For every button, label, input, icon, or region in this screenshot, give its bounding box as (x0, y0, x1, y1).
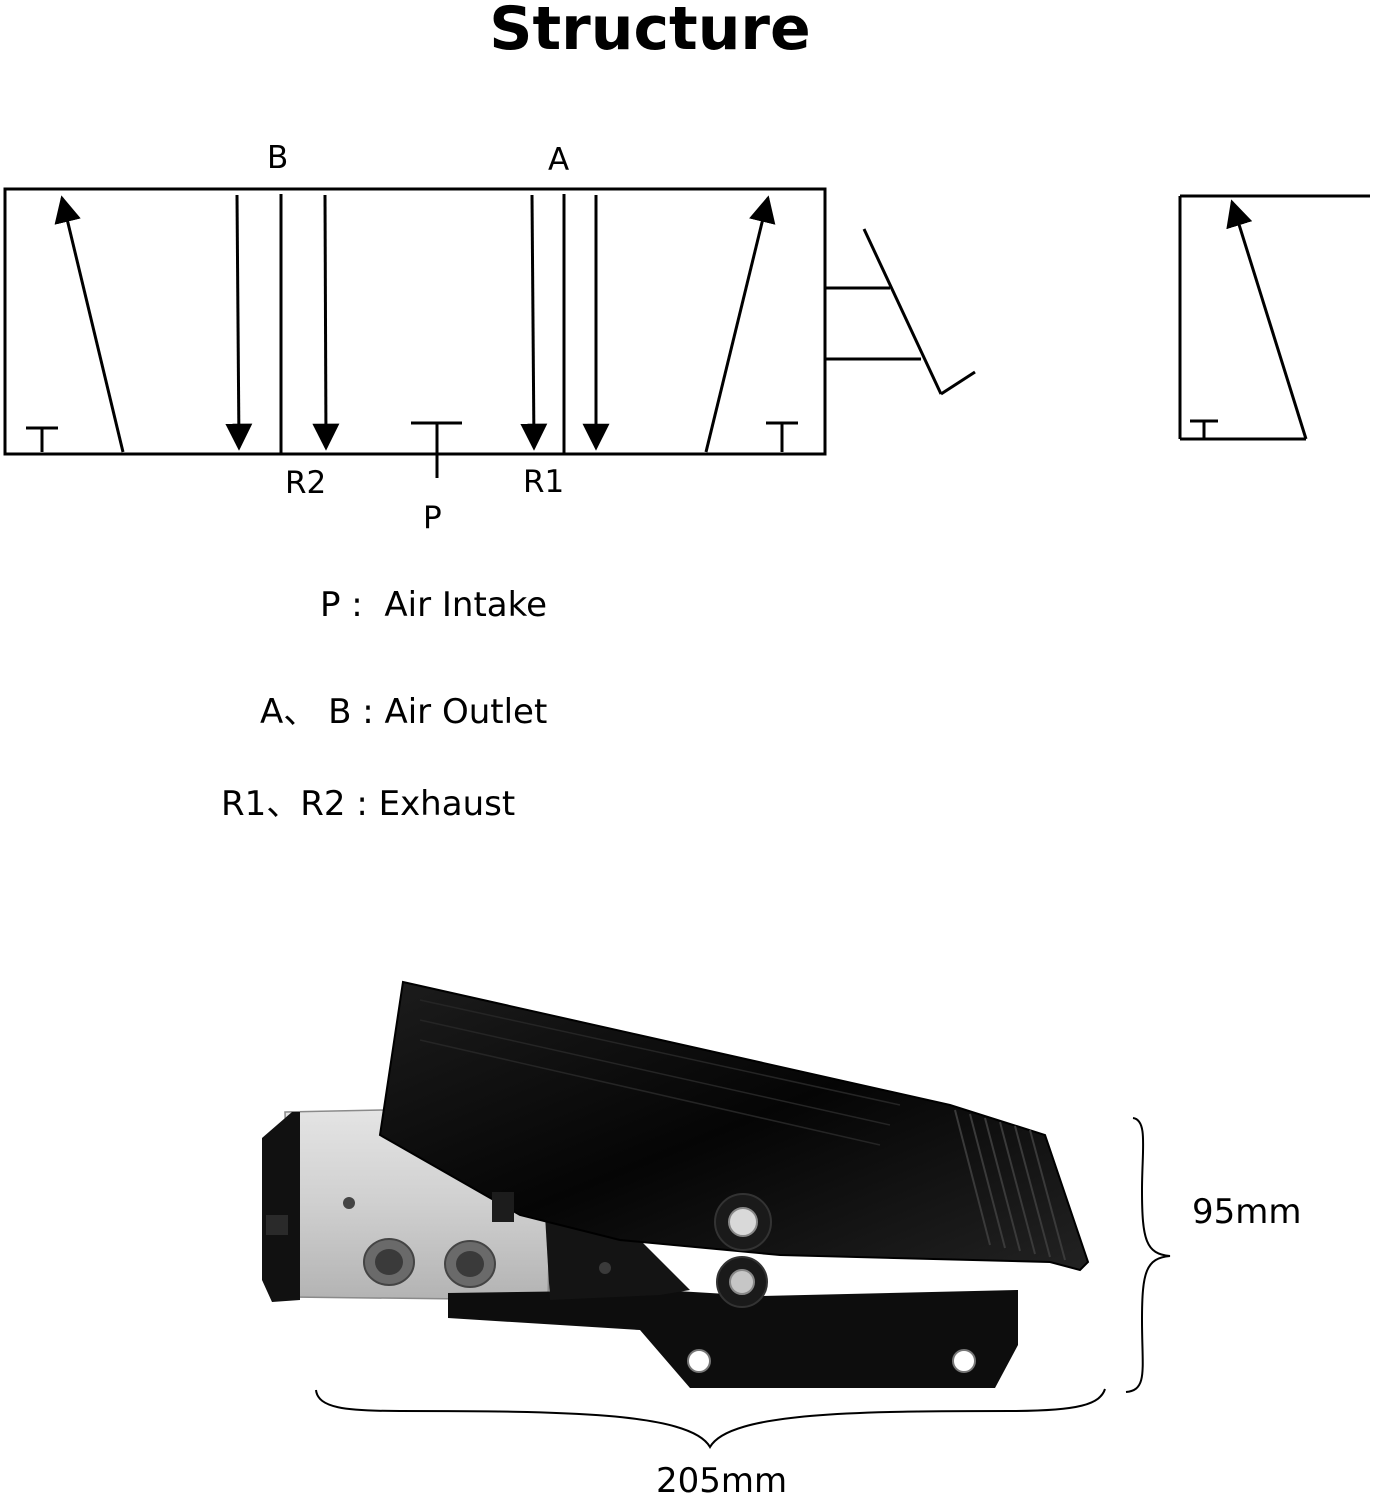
legend-p: P : Air Intake (320, 585, 548, 625)
flow-arrow-r2-down (312, 194, 340, 451)
legend-ab: A、 B : Air Outlet (260, 692, 548, 732)
pedal-actuator-symbol (826, 228, 976, 396)
port-label-a: A (548, 142, 569, 178)
height-dimension-brace (1125, 1117, 1171, 1393)
valve-end-cap (262, 1112, 300, 1302)
mount-hole (343, 1197, 355, 1209)
base-hole-left (687, 1349, 711, 1373)
pedal-ribs (954, 1109, 1066, 1261)
return-position-symbol (1178, 194, 1370, 441)
port-label-r1: R1 (523, 464, 564, 500)
height-label: 95mm (1192, 1192, 1302, 1232)
legend-r: R1、R2 : Exhaust (221, 784, 516, 824)
valve-symbol (3, 187, 827, 478)
base-plate (448, 1290, 1018, 1388)
base-hole-right (952, 1349, 976, 1373)
port-label-p: P (423, 500, 442, 536)
flow-arrow-b-down (225, 194, 253, 451)
page-title: Structure (489, 0, 811, 64)
foot-pedal-valve-photo (262, 980, 1090, 1388)
port-label-r2: R2 (285, 465, 326, 501)
valve-box (3, 187, 827, 456)
width-label: 205mm (656, 1461, 787, 1497)
width-dimension-brace (315, 1388, 1106, 1450)
flow-arrow-left (54, 195, 125, 453)
flow-arrow-right (704, 195, 776, 453)
port-label-b: B (267, 140, 288, 176)
flow-arrow-r1-down (520, 194, 548, 451)
pedal (378, 980, 1090, 1272)
